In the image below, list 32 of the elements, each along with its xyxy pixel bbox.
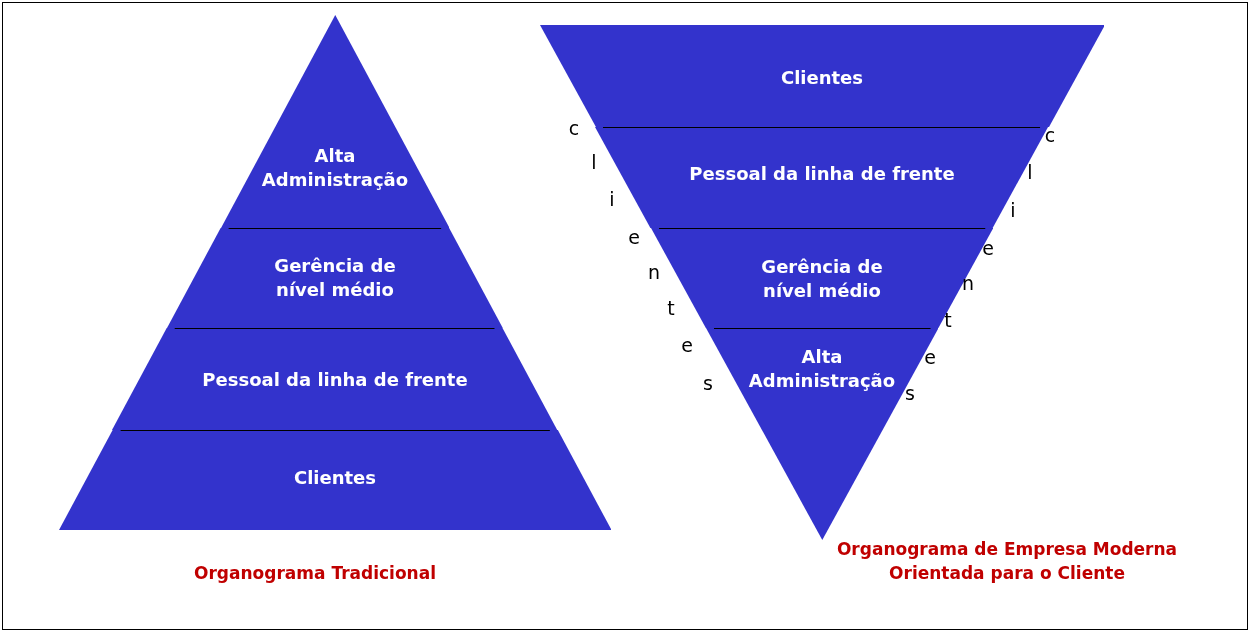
side-letter: n	[962, 272, 974, 294]
pyramid-level	[58, 430, 612, 530]
side-letter: l	[591, 151, 597, 173]
side-letter: e	[628, 226, 640, 248]
level-title: Alta Administração	[260, 144, 410, 192]
pyramid-level	[167, 228, 503, 328]
pyramid-level	[650, 228, 994, 328]
chart-caption: Organograma Tradicional	[193, 562, 437, 585]
side-letter: l	[1027, 161, 1033, 183]
side-letter: c	[568, 117, 580, 139]
level-title: Clientes	[293, 466, 377, 490]
side-letter: i	[1010, 199, 1016, 221]
side-letter: e	[681, 334, 693, 356]
pyramid-level	[705, 328, 939, 540]
side-letter: n	[648, 261, 660, 283]
level-title: Gerência de nível médio	[273, 254, 397, 302]
side-letter: s	[905, 382, 915, 404]
side-letter: t	[944, 309, 952, 331]
level-title: Clientes	[780, 66, 864, 90]
side-letter: e	[982, 237, 994, 259]
side-letter: s	[703, 372, 713, 394]
level-title: Pessoal da linha de frente	[202, 368, 468, 392]
side-letter: t	[667, 297, 675, 319]
level-title: Pessoal da linha de frente	[689, 162, 955, 186]
level-title: Alta Administração	[747, 345, 897, 393]
pyramid-level	[112, 328, 558, 430]
side-letter: i	[609, 188, 615, 210]
level-title: Gerência de nível médio	[760, 255, 884, 303]
side-letter: c	[1044, 124, 1056, 146]
chart-caption: Organograma de Empresa Moderna Orientada para o Cliente	[835, 538, 1179, 585]
side-letter: e	[924, 346, 936, 368]
pyramid-level	[220, 15, 450, 228]
